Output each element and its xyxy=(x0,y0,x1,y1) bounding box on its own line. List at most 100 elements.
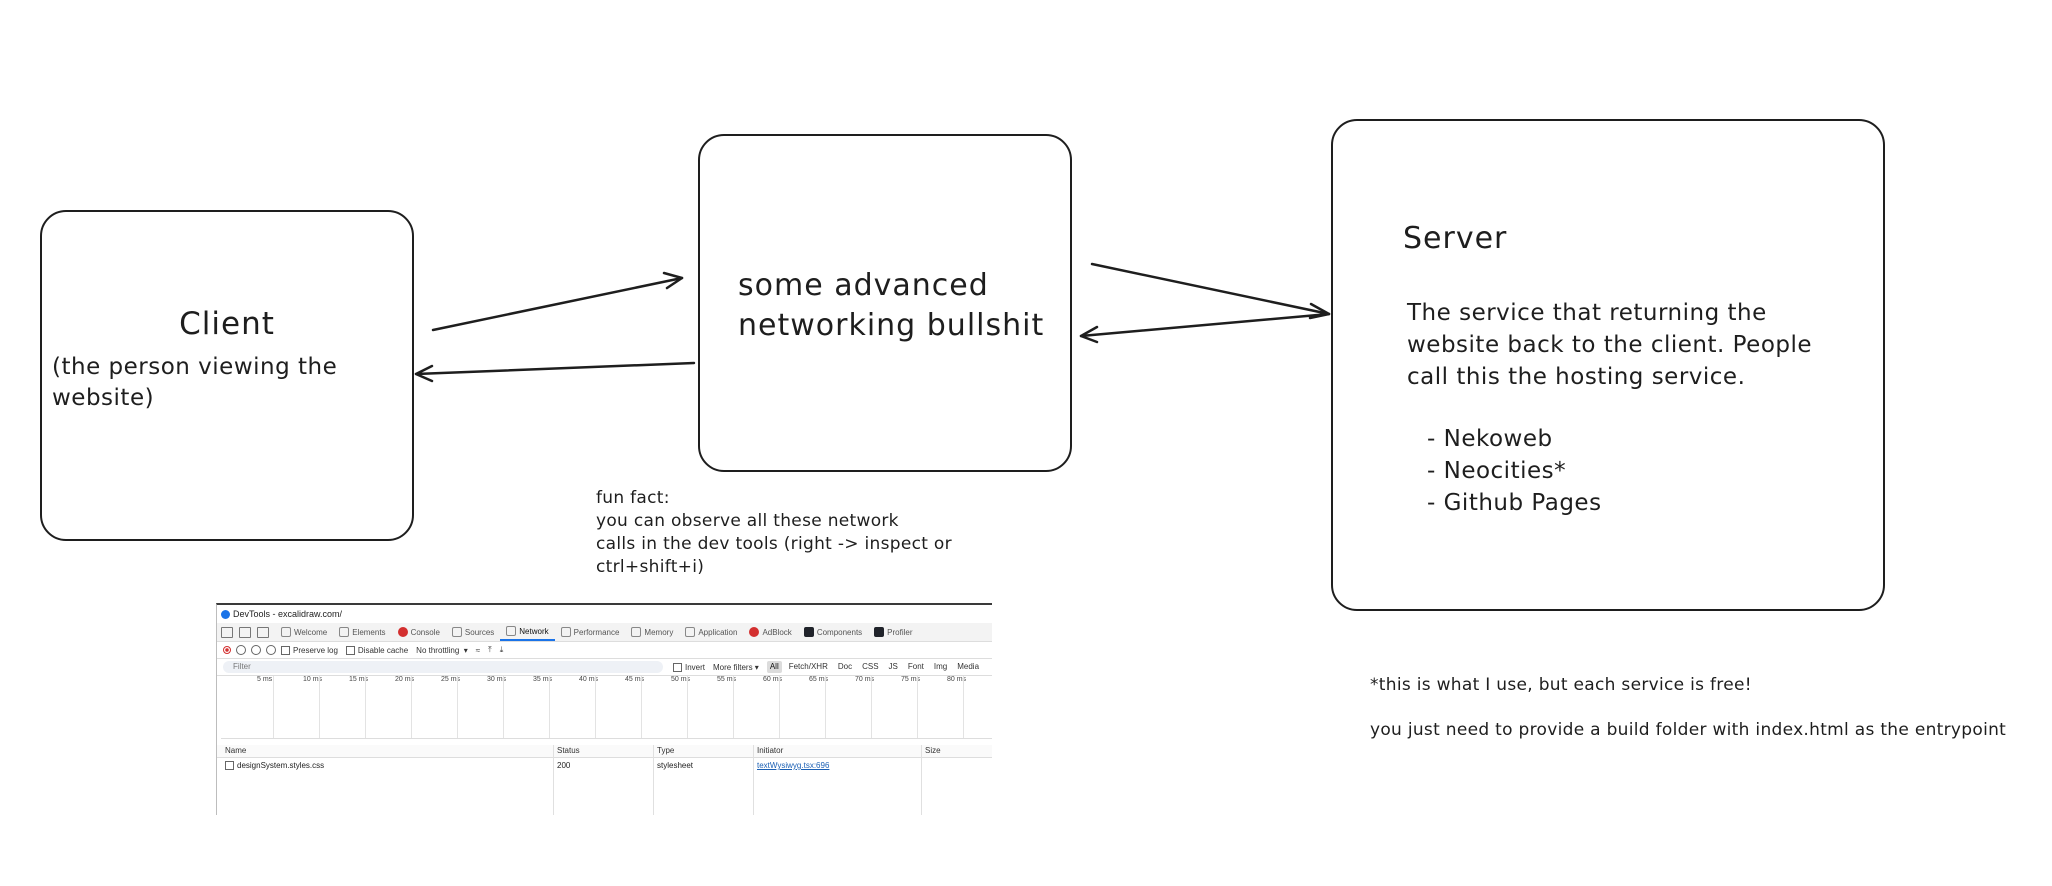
client-title: Client xyxy=(179,306,275,342)
tab-sources[interactable]: Sources xyxy=(446,623,500,641)
tab-label: Elements xyxy=(352,627,386,637)
timeline-tick-label: 15 ms xyxy=(349,676,369,683)
column-header[interactable]: Type xyxy=(657,746,675,755)
tab-memory[interactable]: Memory xyxy=(625,623,679,641)
table-row[interactable]: designSystem.styles.css 200 stylesheet t… xyxy=(217,760,992,772)
record-icon[interactable] xyxy=(223,646,231,654)
throttling-label: No throttling xyxy=(416,645,460,655)
checkbox-icon xyxy=(345,645,355,655)
column-divider xyxy=(921,745,922,815)
filter-chip[interactable]: Media xyxy=(957,662,980,671)
more-filters-label: More filters xyxy=(713,662,753,672)
application-icon xyxy=(685,627,696,637)
network-toolbar: Preserve log Disable cache No throttling… xyxy=(217,642,992,659)
inspect-icon[interactable] xyxy=(221,626,233,638)
timeline-gridline xyxy=(917,676,918,738)
column-header[interactable]: Name xyxy=(225,746,247,755)
timeline-gridline xyxy=(365,676,366,738)
css-file-icon xyxy=(225,761,234,771)
arrow-middle-to-client xyxy=(414,361,696,376)
tab-application[interactable]: Application xyxy=(679,623,743,641)
filter-chip[interactable]: Fetch/XHR xyxy=(788,662,828,671)
throttling-select[interactable]: No throttling ▾ xyxy=(416,645,468,655)
tab-adblock[interactable]: AdBlock xyxy=(743,623,797,641)
tab-network[interactable]: Network xyxy=(500,623,555,641)
wifi-icon xyxy=(506,626,517,636)
list-item: - Nekoweb xyxy=(1427,426,1553,452)
timeline-overview[interactable] xyxy=(221,688,992,739)
timeline-gridline xyxy=(733,676,734,738)
filter-bar: Filter Invert More filters ▾ All Fetch/X… xyxy=(217,659,992,676)
column-divider xyxy=(553,745,554,815)
list-item: - Github Pages xyxy=(1427,490,1602,516)
server-box[interactable]: Server The service that returning the we… xyxy=(1331,119,1885,611)
request-name-text: designSystem.styles.css xyxy=(237,761,325,770)
filter-chip[interactable]: Img xyxy=(933,662,948,671)
list-item: - Neocities* xyxy=(1427,458,1567,484)
export-har-icon[interactable]: ⤓ xyxy=(499,645,504,654)
tab-performance[interactable]: Performance xyxy=(555,623,626,641)
timeline-tick-label: 40 ms xyxy=(579,676,599,683)
timeline-tick-label: 75 ms xyxy=(901,676,921,683)
tab-elements[interactable]: Elements xyxy=(333,623,391,641)
networking-label: some advanced networking bullshit xyxy=(738,268,1045,343)
column-header[interactable]: Initiator xyxy=(757,746,784,755)
memory-icon xyxy=(631,627,642,637)
import-har-icon[interactable]: ⤒ xyxy=(488,645,492,654)
filter-chip[interactable]: Doc xyxy=(837,662,853,671)
client-box[interactable]: Client (the person viewing the website) xyxy=(40,210,414,541)
timeline-gridline xyxy=(825,676,826,738)
console-icon xyxy=(397,627,408,637)
tab-label: Welcome xyxy=(294,627,328,637)
tab-welcome[interactable]: Welcome xyxy=(275,623,333,641)
invert-checkbox[interactable]: Invert xyxy=(673,662,705,672)
fun-fact-line: you can observe all these network xyxy=(596,511,899,531)
timeline-gridline xyxy=(457,676,458,738)
network-conditions-icon[interactable]: ≈ xyxy=(475,645,481,655)
devtools-tabbar: Welcome Elements Console Sources Network… xyxy=(217,623,992,642)
filter-toggle-icon[interactable] xyxy=(251,645,261,655)
server-description: The service that returning the website b… xyxy=(1407,300,1813,390)
timeline-tick-label: 25 ms xyxy=(441,676,461,683)
filter-chip[interactable]: Font xyxy=(907,662,924,671)
request-table-header: Name Status Type Initiator Size xyxy=(217,745,992,758)
more-filters-button[interactable]: More filters ▾ xyxy=(713,662,759,672)
timeline-gridline xyxy=(595,676,596,738)
device-toolbar-icon[interactable] xyxy=(239,626,251,638)
timeline-tick-label: 50 ms xyxy=(671,676,691,683)
disable-cache-checkbox[interactable]: Disable cache xyxy=(345,645,408,655)
tab-label: Console xyxy=(410,627,440,637)
adblock-icon xyxy=(749,627,760,637)
filter-chip[interactable]: JS xyxy=(888,662,898,671)
timeline-gridline xyxy=(963,676,964,738)
timeline-tick-label: 30 ms xyxy=(487,676,507,683)
preserve-log-checkbox[interactable]: Preserve log xyxy=(281,645,338,655)
devtools-screenshot: DevTools - excalidraw.com/ Welcome Eleme… xyxy=(216,603,992,815)
react-icon xyxy=(874,627,885,637)
timeline-tick-label: 45 ms xyxy=(625,676,645,683)
tab-console[interactable]: Console xyxy=(392,623,446,641)
request-type: stylesheet xyxy=(657,761,694,770)
clear-icon[interactable] xyxy=(236,645,246,655)
column-divider xyxy=(653,745,654,815)
timeline-gridline xyxy=(641,676,642,738)
filter-chip[interactable]: CSS xyxy=(862,662,879,671)
request-status: 200 xyxy=(557,761,571,770)
request-initiator-link[interactable]: textWysiwyg.tsx:696 xyxy=(757,761,830,770)
tab-profiler[interactable]: Profiler xyxy=(868,623,918,641)
timeline-tick-label: 10 ms xyxy=(303,676,323,683)
sidebar-icon[interactable] xyxy=(257,626,269,638)
edge-icon xyxy=(221,610,230,620)
tab-components[interactable]: Components xyxy=(798,623,868,641)
request-name: designSystem.styles.css xyxy=(225,760,324,772)
column-header[interactable]: Status xyxy=(557,746,580,755)
client-description: (the person viewing the website) xyxy=(52,354,338,411)
timeline-gridline xyxy=(687,676,688,738)
filter-input[interactable]: Filter xyxy=(223,661,663,673)
timeline-gridline xyxy=(411,676,412,738)
networking-box[interactable]: some advanced networking bullshit xyxy=(698,134,1072,472)
filter-chip[interactable]: All xyxy=(766,661,782,673)
column-header[interactable]: Size xyxy=(925,746,941,755)
fun-fact-note: fun fact: you can observe all these netw… xyxy=(596,487,952,579)
search-icon[interactable] xyxy=(266,645,276,655)
